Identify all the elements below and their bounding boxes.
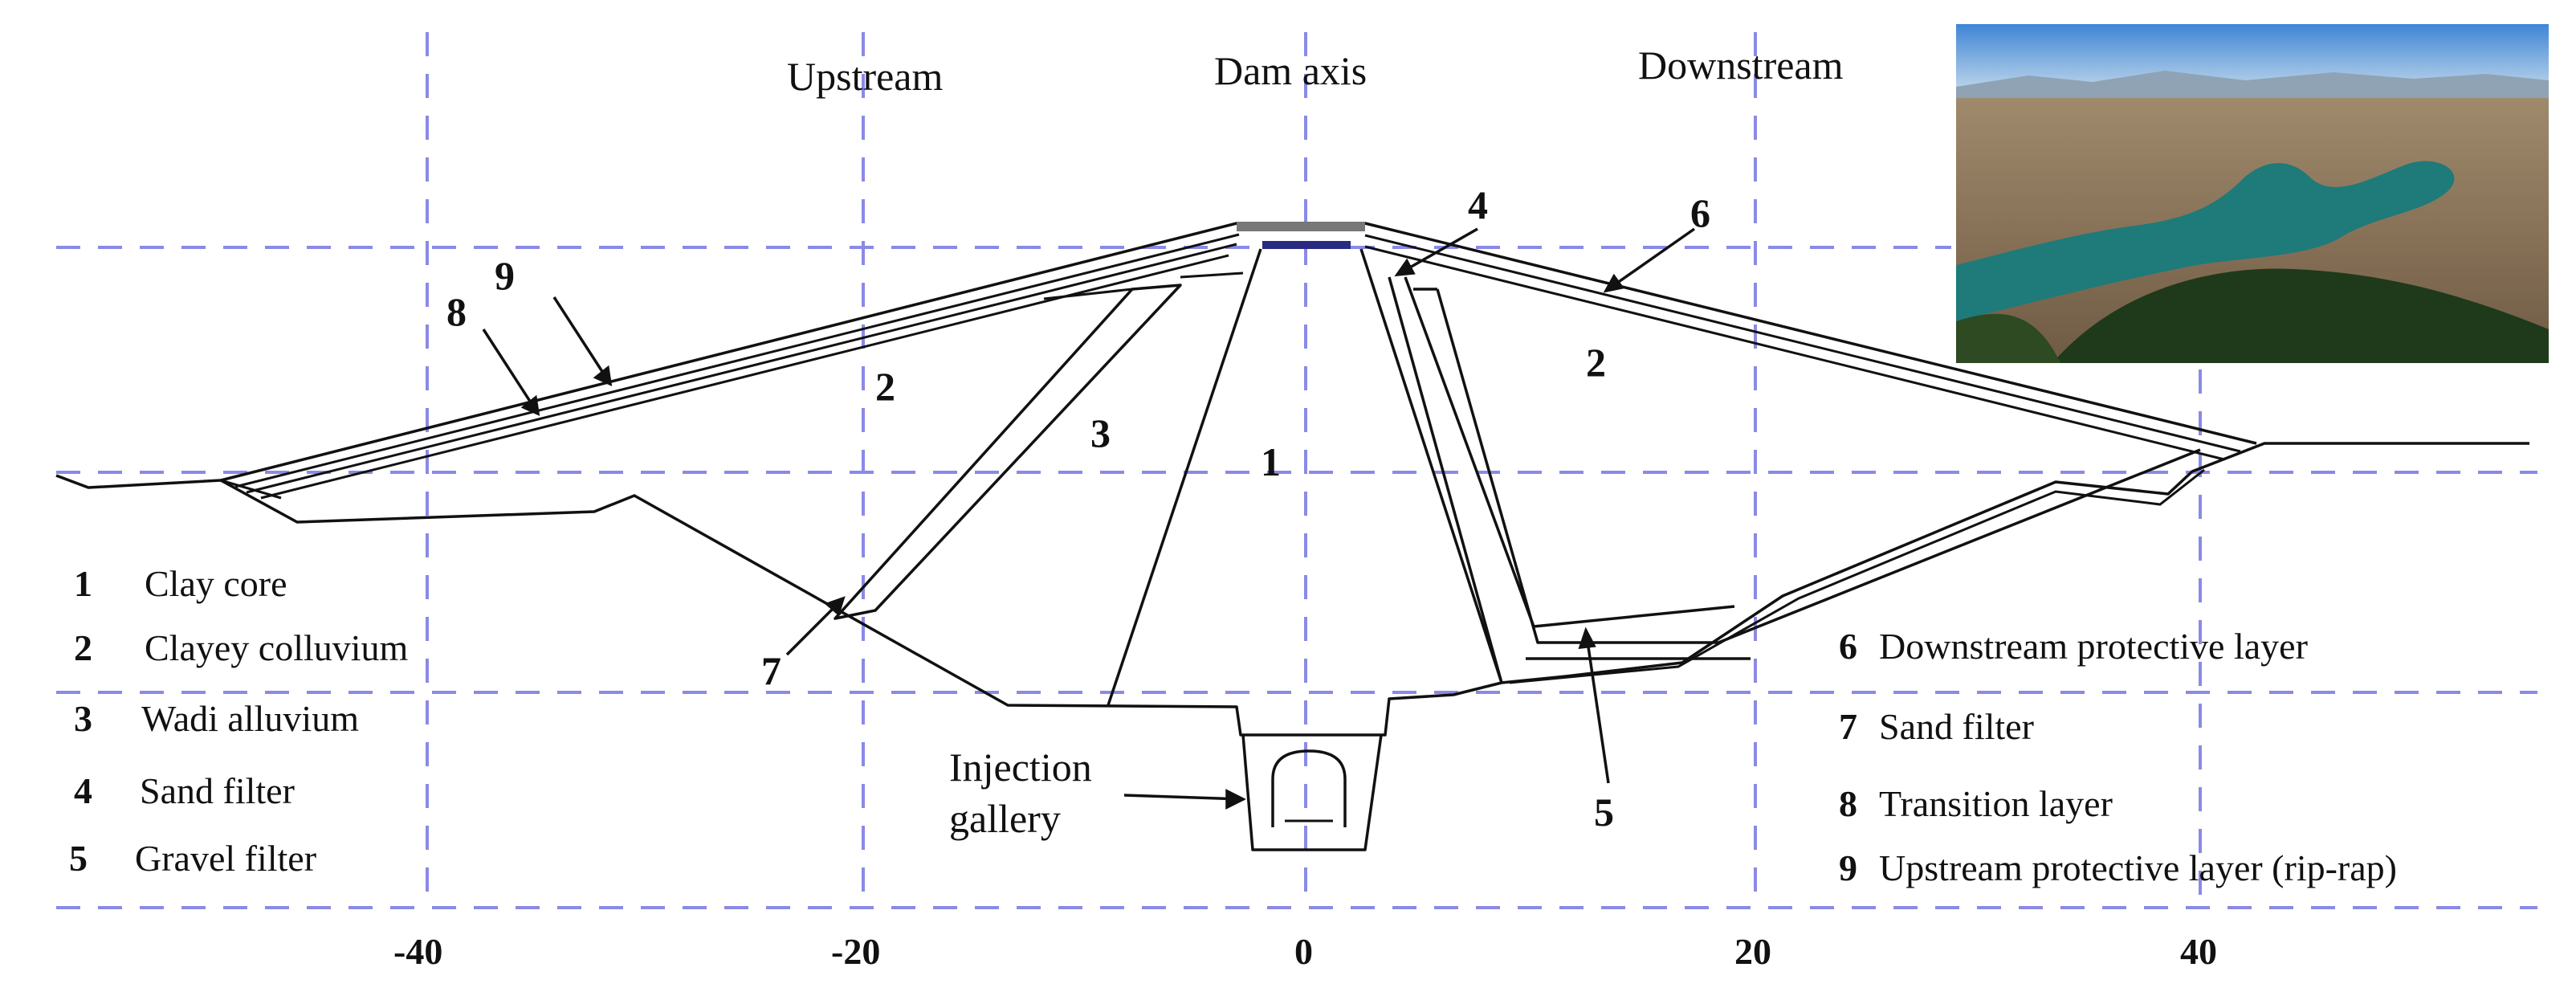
arrow-5-line — [1584, 630, 1610, 784]
tick-neg20: -20 — [831, 931, 880, 972]
dam-body — [55, 222, 2529, 851]
zone-label-9: 9 — [495, 253, 515, 298]
photo-reservoir-water — [1956, 161, 2455, 321]
downstream-gravel-filter — [1413, 288, 2201, 660]
dam-crest — [1237, 222, 1365, 231]
aerial-reservoir-photo — [1956, 24, 2549, 363]
gallery-label-line1: Injection — [949, 745, 1092, 790]
zone-label-4: 4 — [1468, 182, 1488, 227]
zone-label-6: 6 — [1690, 190, 1710, 235]
arrow-8-line — [482, 329, 540, 414]
upstream-transition-line — [260, 254, 1229, 500]
legend-left-num-3: 3 — [74, 698, 92, 739]
zone-label-8: 8 — [446, 289, 467, 334]
crest-road — [1262, 241, 1351, 249]
arrow-4-head — [1394, 258, 1416, 277]
arrow-5-head — [1578, 627, 1596, 650]
zone-label-3: 3 — [1090, 410, 1111, 455]
legend-left-label-2: Clayey colluvium — [145, 627, 409, 668]
axis-tick-labels: -40 -20 0 20 40 — [393, 931, 2217, 972]
zone-label-2-downstream: 2 — [1586, 340, 1606, 385]
clay-core-outline — [1107, 248, 1503, 706]
legend-right-label-6: Downstream protective layer — [1879, 626, 2308, 667]
arrow-7-head — [824, 596, 846, 617]
tick-neg40: -40 — [393, 931, 442, 972]
legend-right: 6 Downstream protective layer 7 Sand fil… — [1839, 626, 2397, 888]
legend-right-label-8: Transition layer — [1879, 783, 2113, 824]
tick-0: 0 — [1294, 931, 1313, 972]
legend-left: 1 Clay core 2 Clayey colluvium 3 Wadi al… — [69, 563, 409, 879]
annotation-arrows — [482, 227, 1696, 810]
legend-left-label-5: Gravel filter — [135, 838, 316, 879]
legend-left-label-3: Wadi alluvium — [141, 698, 359, 739]
zone-label-2-upstream: 2 — [875, 364, 895, 409]
legend-left-label-4: Sand filter — [140, 770, 295, 811]
photo-left-forest — [1956, 313, 2060, 363]
legend-left-num-1: 1 — [74, 563, 92, 604]
arrow-8-head — [520, 394, 540, 416]
arrow-9-head — [593, 365, 613, 386]
ground-profile — [55, 442, 2529, 737]
downstream-protective-line-2 — [1364, 245, 2225, 461]
downstream-protective-line-1 — [1364, 234, 2241, 453]
legend-left-label-1: Clay core — [145, 563, 287, 604]
legend-left-num-2: 2 — [74, 627, 92, 668]
upstream-foundation-line — [220, 479, 282, 500]
header-dam-axis: Dam axis — [1214, 48, 1367, 93]
tick-40: 40 — [2180, 931, 2217, 972]
zone-label-1: 1 — [1261, 439, 1281, 484]
tick-20: 20 — [1734, 931, 1771, 972]
legend-right-num-6: 6 — [1839, 626, 1857, 667]
gallery-label-line2: gallery — [949, 796, 1061, 841]
legend-right-num-7: 7 — [1839, 706, 1857, 747]
arrow-gallery-line — [1123, 794, 1241, 801]
upstream-riprap-line-2 — [246, 243, 1237, 494]
alluvium-top — [1043, 271, 1244, 300]
legend-left-num-4: 4 — [74, 770, 92, 811]
photo-forest-foreground — [2052, 268, 2549, 363]
upstream-riprap-line-1 — [234, 233, 1240, 488]
arrow-6-line — [1604, 227, 1696, 292]
zone-label-7: 7 — [761, 648, 781, 693]
header-upstream: Upstream — [787, 54, 943, 99]
injection-gallery-tunnel — [1271, 749, 1347, 827]
gravel-filter-outer — [1509, 468, 2205, 684]
header-downstream: Downstream — [1638, 43, 1844, 88]
downstream-sand-filter — [1388, 276, 1735, 684]
legend-right-label-7: Sand filter — [1879, 706, 2034, 747]
legend-left-num-5: 5 — [69, 838, 88, 879]
grid-lines — [56, 32, 2537, 909]
legend-right-label-9: Upstream protective layer (rip-rap) — [1879, 847, 2397, 888]
legend-right-num-8: 8 — [1839, 783, 1857, 824]
photo-distant-mountains — [1956, 71, 2549, 101]
zone-label-5: 5 — [1594, 790, 1614, 835]
arrow-9-line — [552, 296, 612, 385]
upstream-sand-filter — [834, 284, 1182, 620]
arrow-gallery-head — [1225, 789, 1246, 810]
arrow-6-head — [1603, 273, 1624, 293]
upstream-outer-slope — [220, 222, 2257, 482]
legend-right-num-9: 9 — [1839, 847, 1857, 888]
injection-gallery-box — [1241, 734, 1383, 851]
